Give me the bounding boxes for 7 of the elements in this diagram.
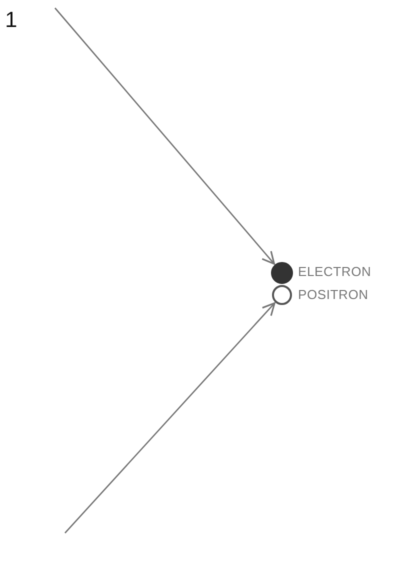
- arrow: [54, 8, 275, 265]
- arrow: [64, 302, 276, 534]
- particle-label: POSITRON: [298, 287, 368, 303]
- figure-number: 1: [5, 8, 18, 32]
- particle-circle: [272, 285, 292, 305]
- particle-label: ELECTRON: [298, 264, 372, 280]
- particle-circle: [271, 262, 293, 284]
